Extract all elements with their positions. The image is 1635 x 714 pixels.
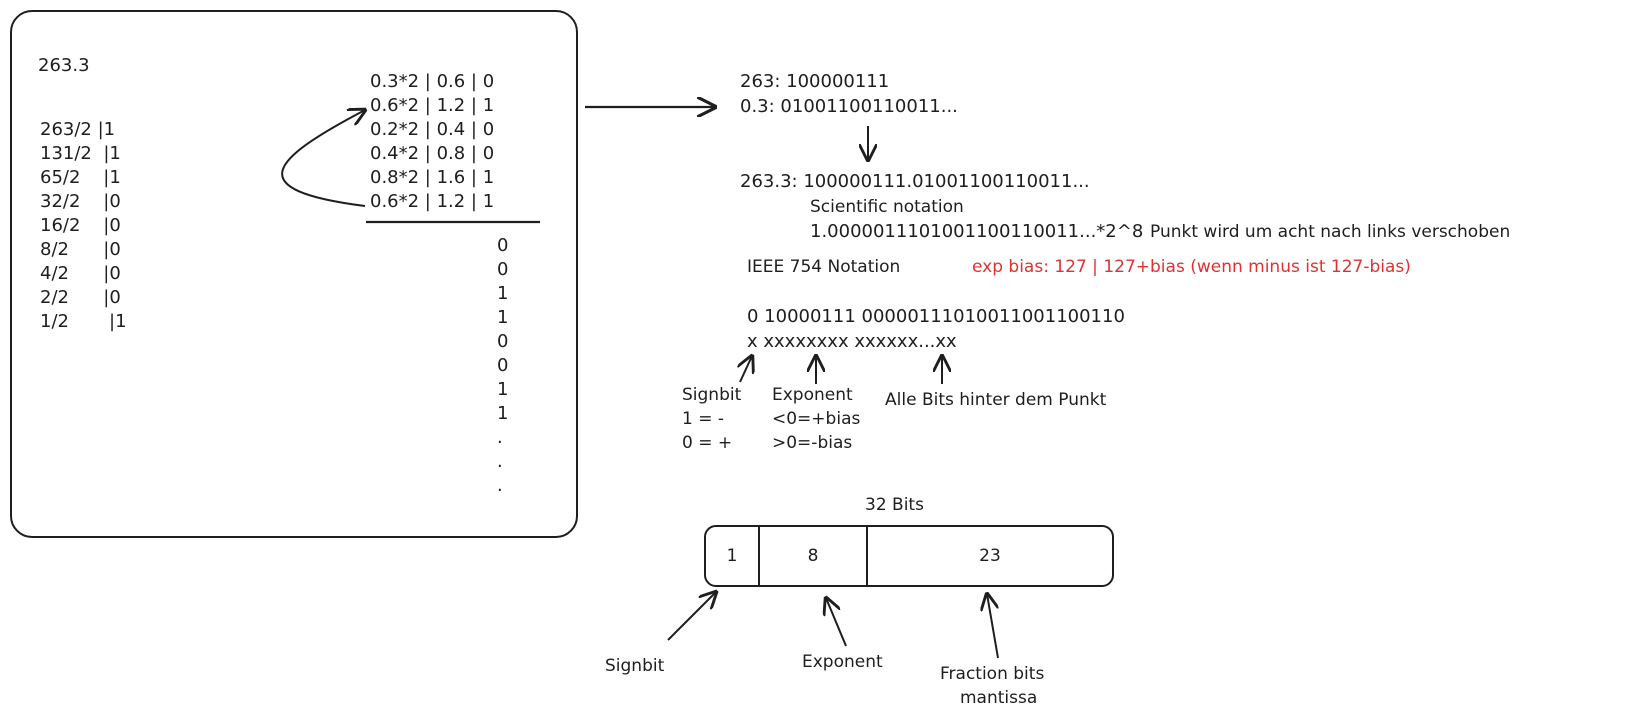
int-div-row: 2/2 |0 <box>40 287 121 308</box>
combined-binary-line: 263.3: 100000111.01001100110011... <box>740 171 1090 192</box>
cell-divider <box>758 525 760 587</box>
bias-note: exp bias: 127 | 127+bias (wenn minus ist… <box>972 257 1411 277</box>
repeat-cycle-arrow <box>281 110 365 207</box>
exponent-positive-rule: >0=-bias <box>772 433 853 453</box>
int-div-row: 65/2 |1 <box>40 167 121 188</box>
frac-mult-row: 0.2*2 | 0.4 | 0 <box>370 119 495 140</box>
ieee-label: IEEE 754 Notation <box>747 257 901 277</box>
diagram-exponent-label: Exponent <box>802 652 883 672</box>
int-div-row: 4/2 |0 <box>40 263 121 284</box>
fraction-cell: 23 <box>979 546 1001 566</box>
exponent-cell: 8 <box>807 546 819 566</box>
sci-notation-label: Scientific notation <box>810 197 964 217</box>
diagram-fraction-label: Fraction bits <box>940 664 1045 684</box>
int-div-row: 8/2 |0 <box>40 239 121 260</box>
int-div-row: 16/2 |0 <box>40 215 121 236</box>
ieee-format-diagram: 1 8 23 <box>704 525 1114 587</box>
signbit-pointer <box>740 356 752 383</box>
frac-bit: 0 <box>497 355 509 376</box>
frac-mult-row: 0.6*2 | 1.2 | 1 <box>370 191 495 212</box>
frac-bit: 0 <box>497 331 509 352</box>
diagram-mantissa-label: mantissa <box>960 688 1038 708</box>
frac-bit: 1 <box>497 307 509 328</box>
int-div-row: 131/2 |1 <box>40 143 121 164</box>
sci-notation-value: 1.0000011101001100110011...*2^8 <box>810 221 1144 242</box>
shift-note: Punkt wird um acht nach links verschoben <box>1150 222 1511 242</box>
int-div-row: 263/2 |1 <box>40 119 116 140</box>
frac-bit: . <box>497 475 503 496</box>
frac-bit: 1 <box>497 283 509 304</box>
frac-mult-row: 0.4*2 | 0.8 | 0 <box>370 143 495 164</box>
frac-mult-row: 0.8*2 | 1.6 | 1 <box>370 167 495 188</box>
frac-bit: . <box>497 427 503 448</box>
diagram-signbit-label: Signbit <box>605 656 665 676</box>
signbit-plus: 0 = + <box>682 433 733 453</box>
exponent-cell-pointer <box>826 598 847 647</box>
exponent-negative-rule: <0=+bias <box>772 409 861 429</box>
frac-bit: 1 <box>497 403 509 424</box>
frac-bit: 0 <box>497 235 509 256</box>
sign-cell: 1 <box>726 546 738 566</box>
frac-mult-row: 0.6*2 | 1.2 | 1 <box>370 95 495 116</box>
int-binary-line: 263: 100000111 <box>740 71 890 92</box>
frac-binary-line: 0.3: 01001100110011... <box>740 96 958 117</box>
ieee-bit-pattern: x xxxxxxxx xxxxxx...xx <box>747 331 957 352</box>
exponent-label: Exponent <box>772 385 853 405</box>
frac-mult-row: 0.3*2 | 0.6 | 0 <box>370 71 495 92</box>
frac-bit: 0 <box>497 259 509 280</box>
signbit-minus: 1 = - <box>682 409 725 429</box>
conversion-box <box>10 10 578 538</box>
frac-bit: 1 <box>497 379 509 400</box>
total-bits-label: 32 Bits <box>865 495 924 515</box>
signbit-label: Signbit <box>682 385 742 405</box>
int-div-row: 32/2 |0 <box>40 191 121 212</box>
ieee-bit-string: 0 10000111 00000111010011001100110 <box>747 306 1125 327</box>
source-number: 263.3 <box>38 55 90 76</box>
int-div-row: 1/2 |1 <box>40 311 127 332</box>
frac-bit: . <box>497 451 503 472</box>
signbit-cell-pointer <box>667 592 716 641</box>
fraction-cell-pointer <box>987 594 999 659</box>
cell-divider <box>866 525 868 587</box>
mantissa-description: Alle Bits hinter dem Punkt <box>885 390 1107 410</box>
